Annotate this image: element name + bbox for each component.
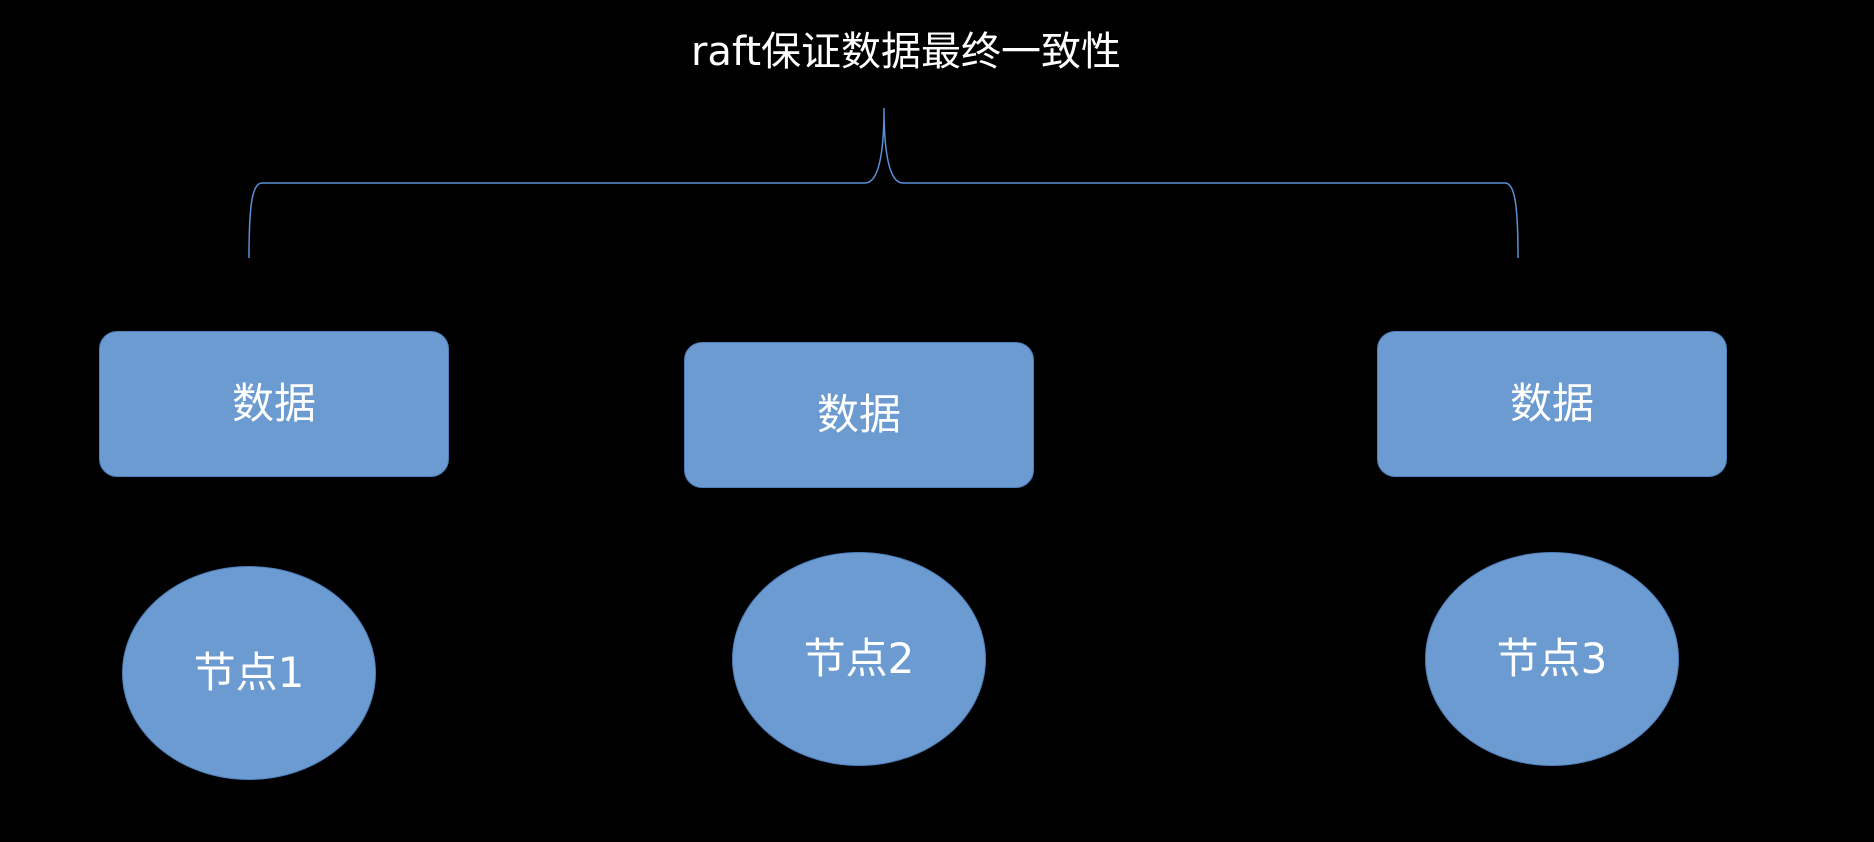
node-label: 节点2: [803, 634, 915, 683]
data-box-label: 数据: [1509, 379, 1594, 428]
data-box-label: 数据: [231, 379, 316, 428]
node-ellipse-1: 节点1: [122, 566, 376, 780]
diagram-title: raft保证数据最终一致性: [690, 29, 1122, 75]
node-ellipse-2: 节点2: [732, 552, 986, 766]
data-box-3: 数据: [1377, 331, 1727, 477]
data-box-2: 数据: [684, 342, 1034, 488]
node-ellipse-3: 节点3: [1425, 552, 1679, 766]
data-box-label: 数据: [816, 390, 901, 439]
data-box-1: 数据: [99, 331, 449, 477]
node-label: 节点1: [193, 648, 305, 697]
brace-path: [248, 107, 1519, 259]
node-label: 节点3: [1496, 634, 1608, 683]
